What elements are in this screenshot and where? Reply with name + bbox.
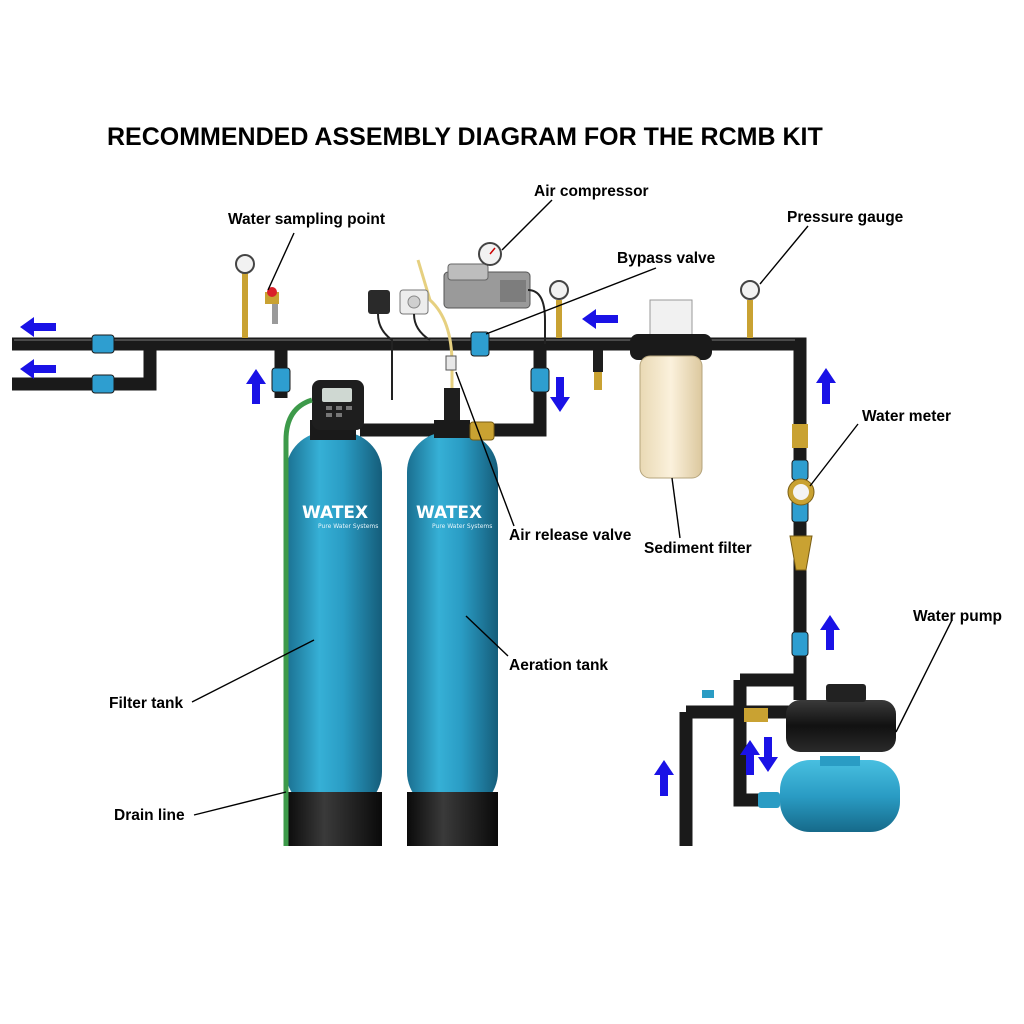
bypass-gauge [549,280,569,338]
sampling-gauge [235,254,279,338]
label-sediment-filter: Sediment filter [644,540,752,557]
label-water-sampling-point: Water sampling point [228,211,385,228]
air-release-valve [416,259,460,420]
air-compressor [443,242,546,344]
drain-cock [593,350,603,390]
aeration-tank-tagline: Pure Water Systems [432,523,492,530]
filter-tank-tagline: Pure Water Systems [318,523,378,530]
inlet-brass-valve [469,421,495,441]
control-valve-head [312,380,364,430]
label-water-pump: Water pump [913,608,1002,625]
label-air-release-valve: Air release valve [509,527,632,544]
label-bypass-valve: Bypass valve [617,250,716,267]
label-air-compressor: Air compressor [534,183,649,200]
label-pressure-gauge: Pressure gauge [787,209,904,226]
aeration-tank: WATEX Pure Water Systems [407,420,498,846]
flow-arrows [20,309,840,796]
label-filter-tank: Filter tank [109,695,183,712]
filter-tank-brand: WATEX [302,503,368,523]
sediment-filter [630,299,712,479]
pipework [12,337,807,846]
pressure-gauge [740,280,760,338]
pipe-couplings [91,331,809,657]
diagram-title: RECOMMENDED ASSEMBLY DIAGRAM FOR THE RCM… [107,123,823,151]
component-labels: Air compressor Water sampling point Pres… [109,183,1002,824]
drain-hose [283,397,313,846]
filter-tank: WATEX Pure Water Systems [286,420,382,846]
aeration-tank-brand: WATEX [416,503,482,523]
leader-lines [191,199,953,816]
label-drain-line: Drain line [114,807,185,824]
label-water-meter: Water meter [862,408,951,425]
water-pump [702,684,900,832]
label-aeration-tank: Aeration tank [509,657,608,674]
power-sockets [368,289,431,400]
water-meter [787,424,815,571]
